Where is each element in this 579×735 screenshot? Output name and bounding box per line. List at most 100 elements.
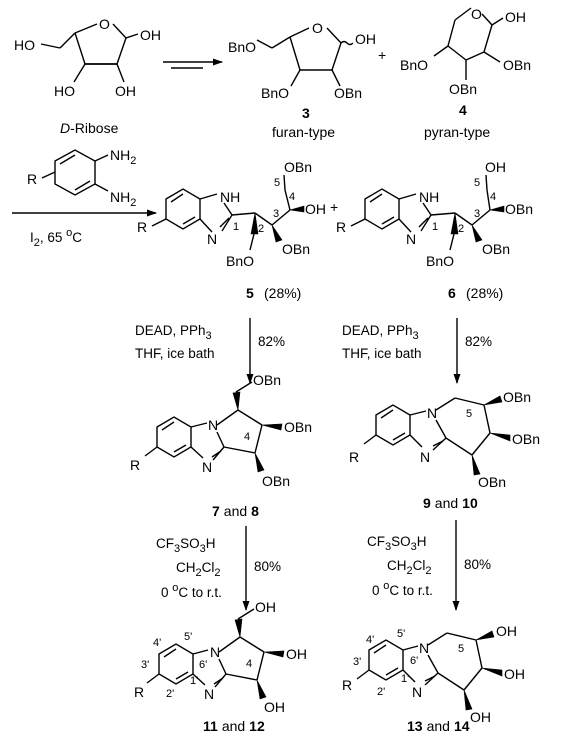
svg-text:6': 6' [410,655,418,667]
compound-label-ribose: D-Ribose [60,120,119,136]
compound-3-type: furan-type [272,124,335,140]
anomeric-oh: OH [505,9,526,25]
c3-obn: OBn [284,419,312,435]
c2-oh: OH [470,709,491,725]
svg-text:1: 1 [233,221,239,233]
c5-obn: OBn [284,159,312,175]
substituent-r: R [137,219,147,235]
svg-text:4: 4 [289,191,295,203]
c3-obn: OBn [512,431,540,447]
nh: NH [419,189,439,205]
svg-text:1': 1' [401,673,409,685]
c2-obn: OBn [478,474,506,490]
svg-text:CH2Cl2: CH2Cl2 [387,558,432,577]
diamine-reagent: NH2 NH2 R [27,147,136,209]
imine-n: N [207,231,217,247]
condition-step1: I2, 65 oC [30,227,82,249]
c5-oh: HO [14,37,35,53]
svg-text:3': 3' [353,656,361,668]
compound-5-yield: (28%) [264,285,301,301]
plus-sign-2: + [330,199,338,215]
arrow-step3-left: CF3SO3H CH2Cl2 0 oC to r.t. 80% [156,526,281,611]
anomeric-oh: OH [140,27,161,43]
ring-oxygen: O [99,16,110,32]
substituent-r: R [130,457,140,473]
svg-text:2: 2 [458,223,464,235]
c2-obn: BnO [226,253,254,269]
c3-oh: HO [54,83,75,99]
svg-text:5': 5' [184,631,192,643]
compound-4-type: pyran-type [424,124,490,140]
svg-text:THF, ice bath: THF, ice bath [342,346,422,361]
svg-text:2': 2' [166,688,174,700]
c4-oh: OH [305,201,326,217]
compound-5-structure: NH N 1 2 3 4 5 OBn OH OBn BnO R 5 (28%) [137,159,326,301]
compound-number-4: 4 [459,102,467,118]
arrow-step3-right: CF3SO3H CH2Cl2 0 oC to r.t. 80% [367,520,491,611]
c4-obn: OBn [503,389,531,405]
compound-6-structure: NH N 1 2 3 4 5 OH OBn OBn BnO R 6 (28%) [336,159,533,301]
svg-text:5': 5' [397,628,405,640]
c3-oh: OH [286,646,307,662]
c2-obn: OBn [262,473,290,489]
svg-text:THF, ice bath: THF, ice bath [135,346,215,361]
svg-text:82%: 82% [465,334,492,349]
svg-text:4: 4 [490,191,496,203]
svg-text:0 oC to r.t.: 0 oC to r.t. [161,582,222,600]
svg-text:6': 6' [199,659,207,671]
imine-n: N [204,686,214,702]
substituent-r: R [349,449,359,465]
bridge-n: N [427,405,437,421]
d-ribose-structure: O OH HO HO OH D-Ribose [14,16,161,136]
compound-3-structure: O OH BnO BnO OBn 3 furan-type [228,20,376,140]
svg-text:2': 2' [377,686,385,698]
svg-text:1: 1 [432,221,438,233]
svg-text:DEAD, PPh3: DEAD, PPh3 [342,323,419,342]
compound-number-3: 3 [302,105,310,121]
c2-oh: OH [115,83,136,99]
svg-text:4: 4 [244,431,250,443]
svg-text:3': 3' [141,659,149,671]
c3-obn: OBn [482,241,510,257]
svg-text:3: 3 [273,208,279,220]
arrow-step1: I2, 65 oC [12,209,157,249]
imine-n: N [406,231,416,247]
imine-n: N [202,459,212,475]
svg-text:80%: 80% [464,557,491,572]
c3-obn: OBn [282,241,310,257]
c3-obn: BnO [261,85,289,101]
c3-oh: OH [504,666,525,682]
bridge-n: N [208,417,218,433]
plus-sign: + [378,47,386,63]
substituent-r: R [336,219,346,235]
amine-1: NH2 [110,147,136,167]
svg-text:3: 3 [474,208,480,220]
imine-n: N [412,684,422,700]
bridge-n: N [210,644,220,660]
svg-text:82%: 82% [258,334,285,349]
svg-text:1': 1' [190,675,198,687]
svg-text:5: 5 [274,177,280,189]
svg-text:CF3SO3H: CF3SO3H [156,536,216,555]
ch2-obn: OBn [253,372,281,388]
svg-text:5: 5 [474,177,480,189]
svg-text:4': 4' [366,634,374,646]
c2-obn: OBn [334,85,362,101]
svg-text:2: 2 [258,223,264,235]
imine-n: N [420,449,430,465]
c5-obn: BnO [228,39,256,55]
c2-obn: BnO [426,253,454,269]
compound-number-6: 6 [448,285,456,301]
svg-text:DEAD, PPh3: DEAD, PPh3 [135,323,212,342]
svg-text:4: 4 [246,658,252,670]
nh: NH [220,189,240,205]
compound-6-yield: (28%) [466,285,503,301]
